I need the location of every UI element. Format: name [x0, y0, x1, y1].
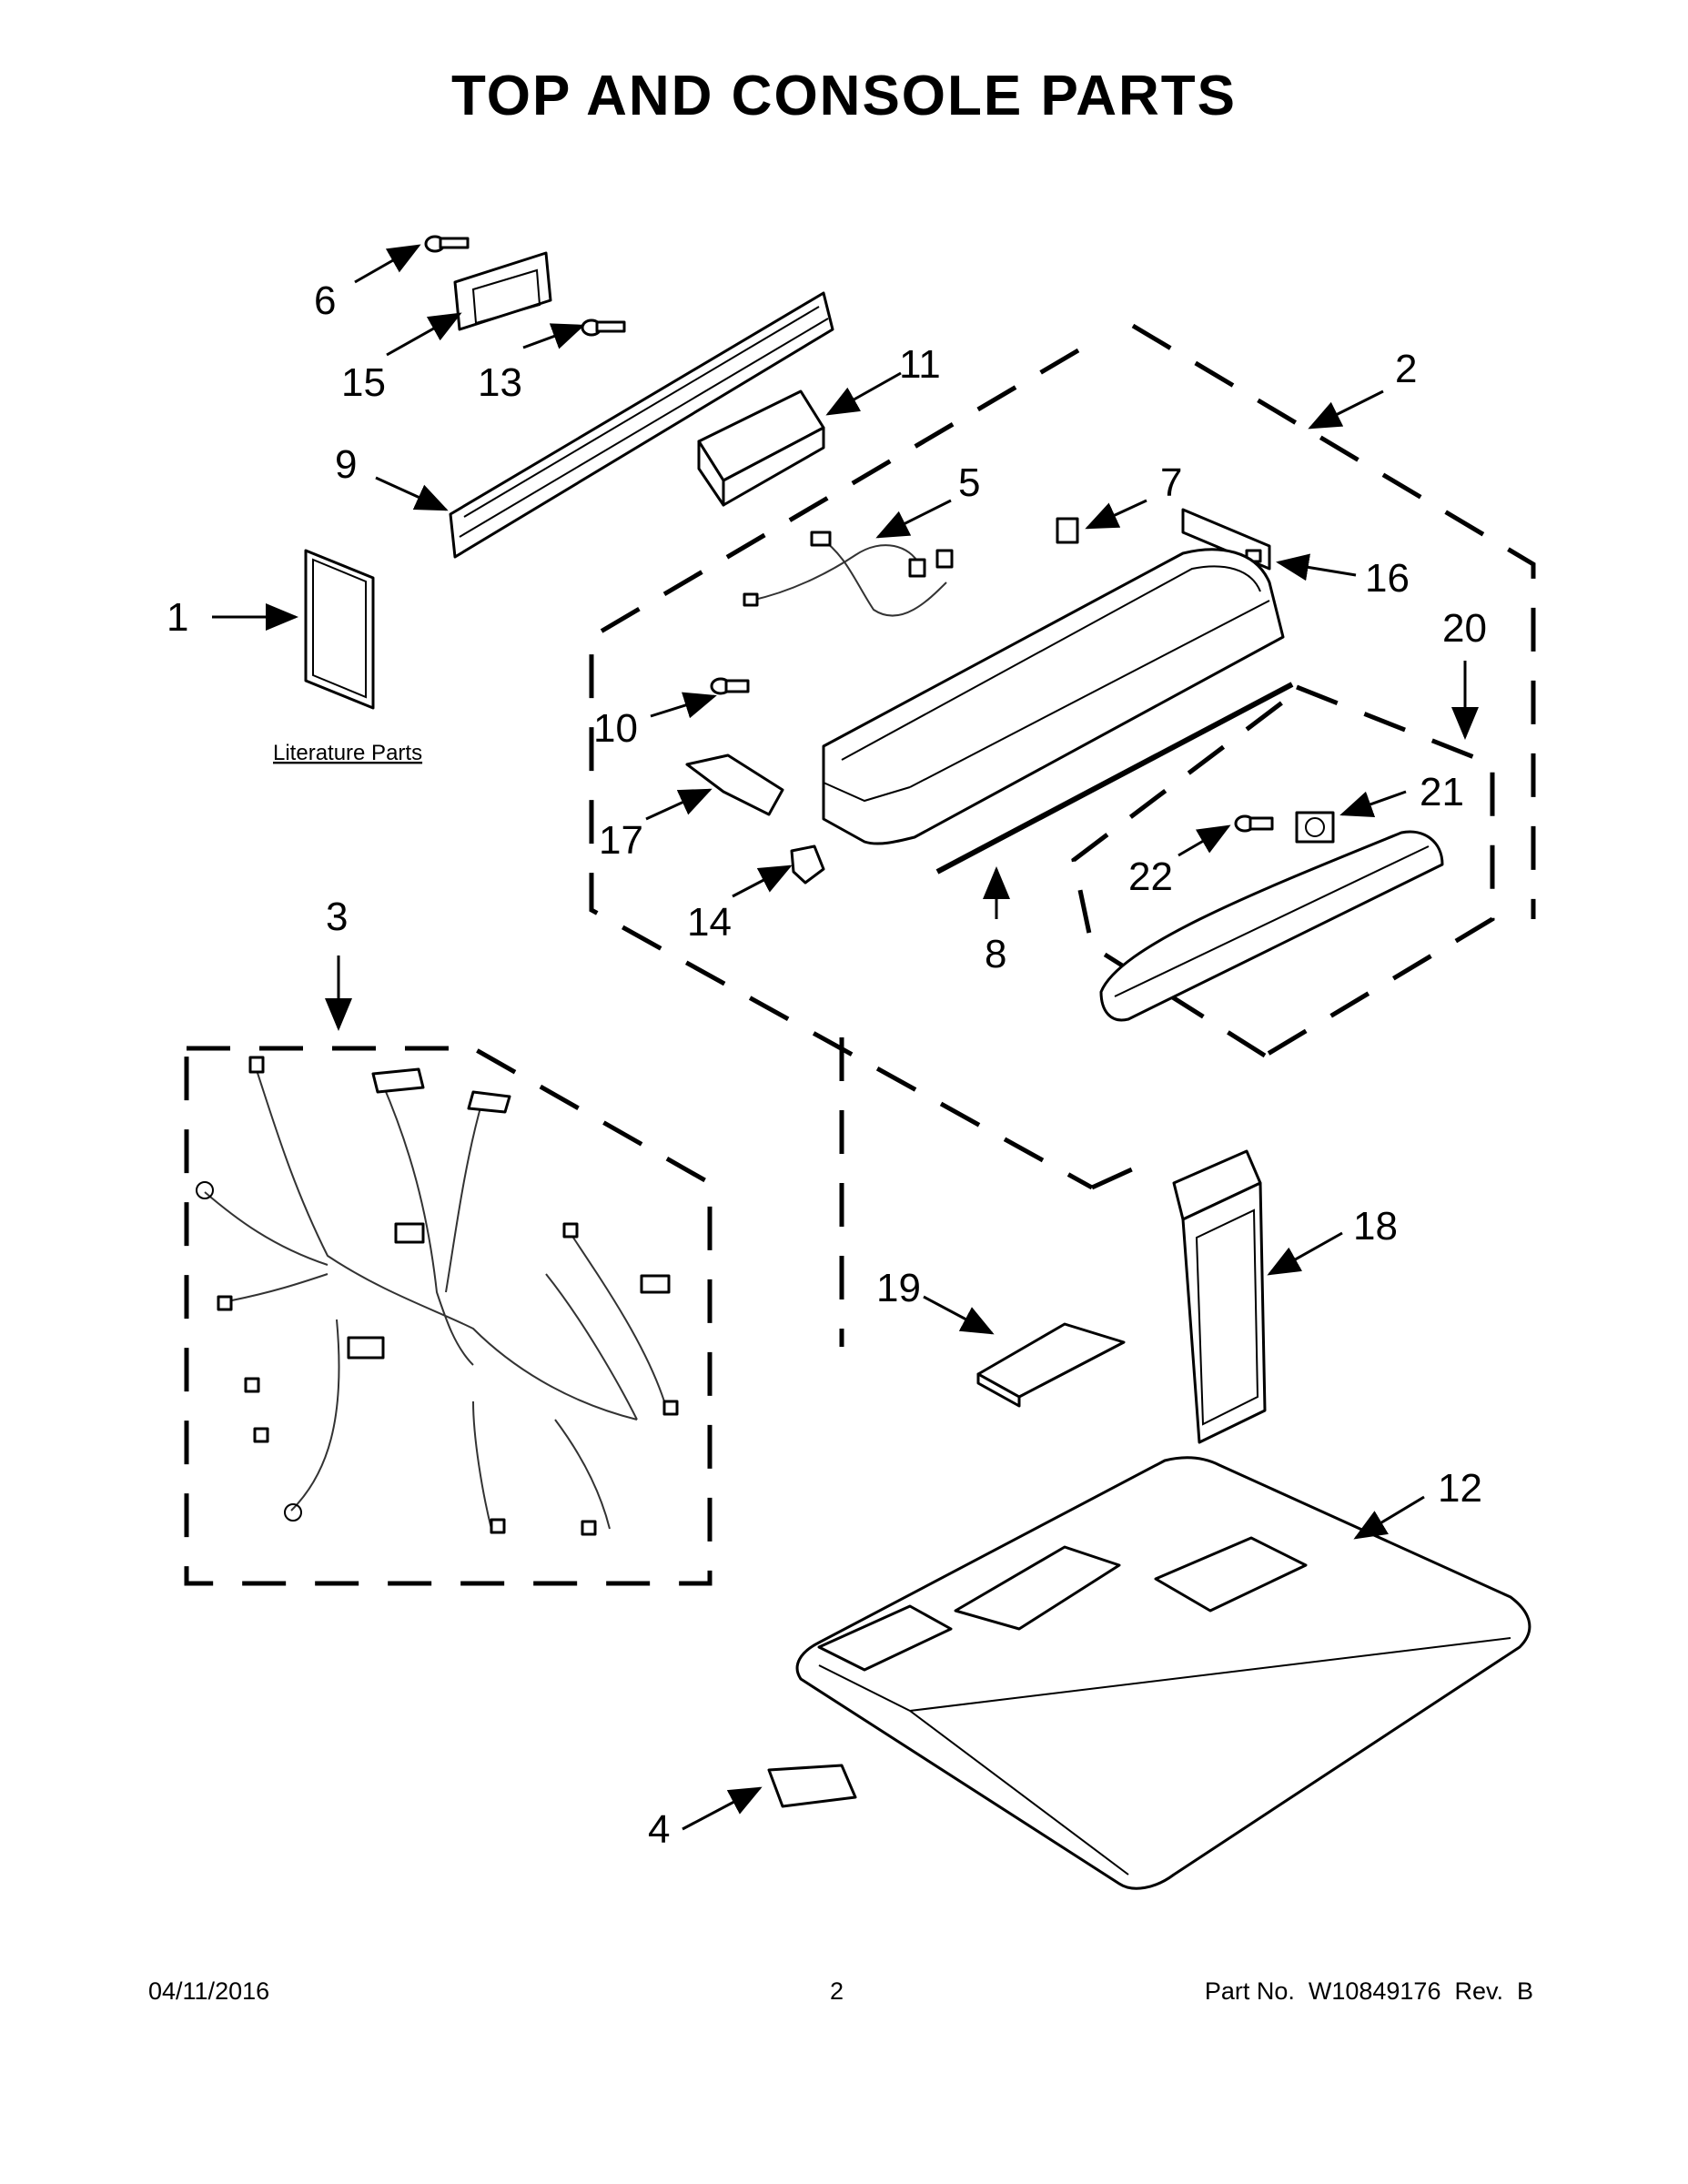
lint-bracket: [976, 1322, 1126, 1408]
callout-5: 5: [958, 460, 980, 505]
callout-19: 19: [876, 1266, 921, 1310]
callout-2: 2: [1395, 347, 1417, 391]
knob-21: [1295, 811, 1335, 844]
switch-clip: [1056, 517, 1079, 544]
screw-13: [581, 318, 626, 337]
clip-14: [790, 844, 825, 885]
screw-6: [424, 235, 470, 253]
end-cap-17: [685, 753, 784, 816]
footer-date: 04/11/2016: [148, 1977, 270, 2005]
literature-parts-label: Literature Parts: [273, 741, 422, 765]
footer-part-number: Part No. W10849176 Rev. B: [1204, 1977, 1533, 2005]
callout-6: 6: [314, 278, 336, 323]
callout-10: 10: [593, 706, 638, 751]
mounting-bracket: [453, 251, 552, 331]
callout-8: 8: [985, 932, 1006, 976]
wire-harness-outline: [184, 1046, 713, 1586]
screw-10: [710, 677, 750, 695]
leader-arrows: [212, 244, 1479, 1831]
console-housing: [822, 548, 1285, 845]
screw-22: [1234, 814, 1274, 833]
callout-15: 15: [341, 360, 386, 405]
console-trim-strip: [935, 682, 1294, 875]
callout-18: 18: [1353, 1204, 1398, 1249]
control-board: [697, 389, 825, 507]
label-4: [767, 1764, 857, 1808]
dryer-top-panel: [795, 1456, 1531, 1890]
lint-screen: [1172, 1149, 1267, 1444]
console-back-panel: [449, 291, 834, 559]
callout-14: 14: [687, 900, 732, 945]
console-wire-harness: [743, 531, 954, 617]
literature-parts-booklet: [304, 549, 375, 710]
page-title: TOP AND CONSOLE PARTS: [450, 65, 1237, 127]
callout-4: 4: [648, 1807, 670, 1852]
callout-11: 11: [899, 342, 941, 387]
callout-13: 13: [478, 360, 522, 405]
main-wire-harness: [196, 1056, 679, 1536]
callout-7: 7: [1160, 460, 1182, 505]
callout-17: 17: [599, 818, 643, 863]
console-lid: [1099, 830, 1444, 1022]
callout-20: 20: [1442, 606, 1487, 651]
callout-22: 22: [1128, 854, 1173, 899]
footer-page-number: 2: [830, 1977, 844, 2005]
callout-3: 3: [326, 895, 348, 939]
callout-12: 12: [1438, 1466, 1482, 1511]
callout-16: 16: [1365, 556, 1410, 601]
callout-21: 21: [1420, 770, 1464, 814]
callout-9: 9: [335, 442, 357, 487]
control-panel-group-outline: [1071, 684, 1495, 1058]
callout-1: 1: [167, 595, 188, 640]
